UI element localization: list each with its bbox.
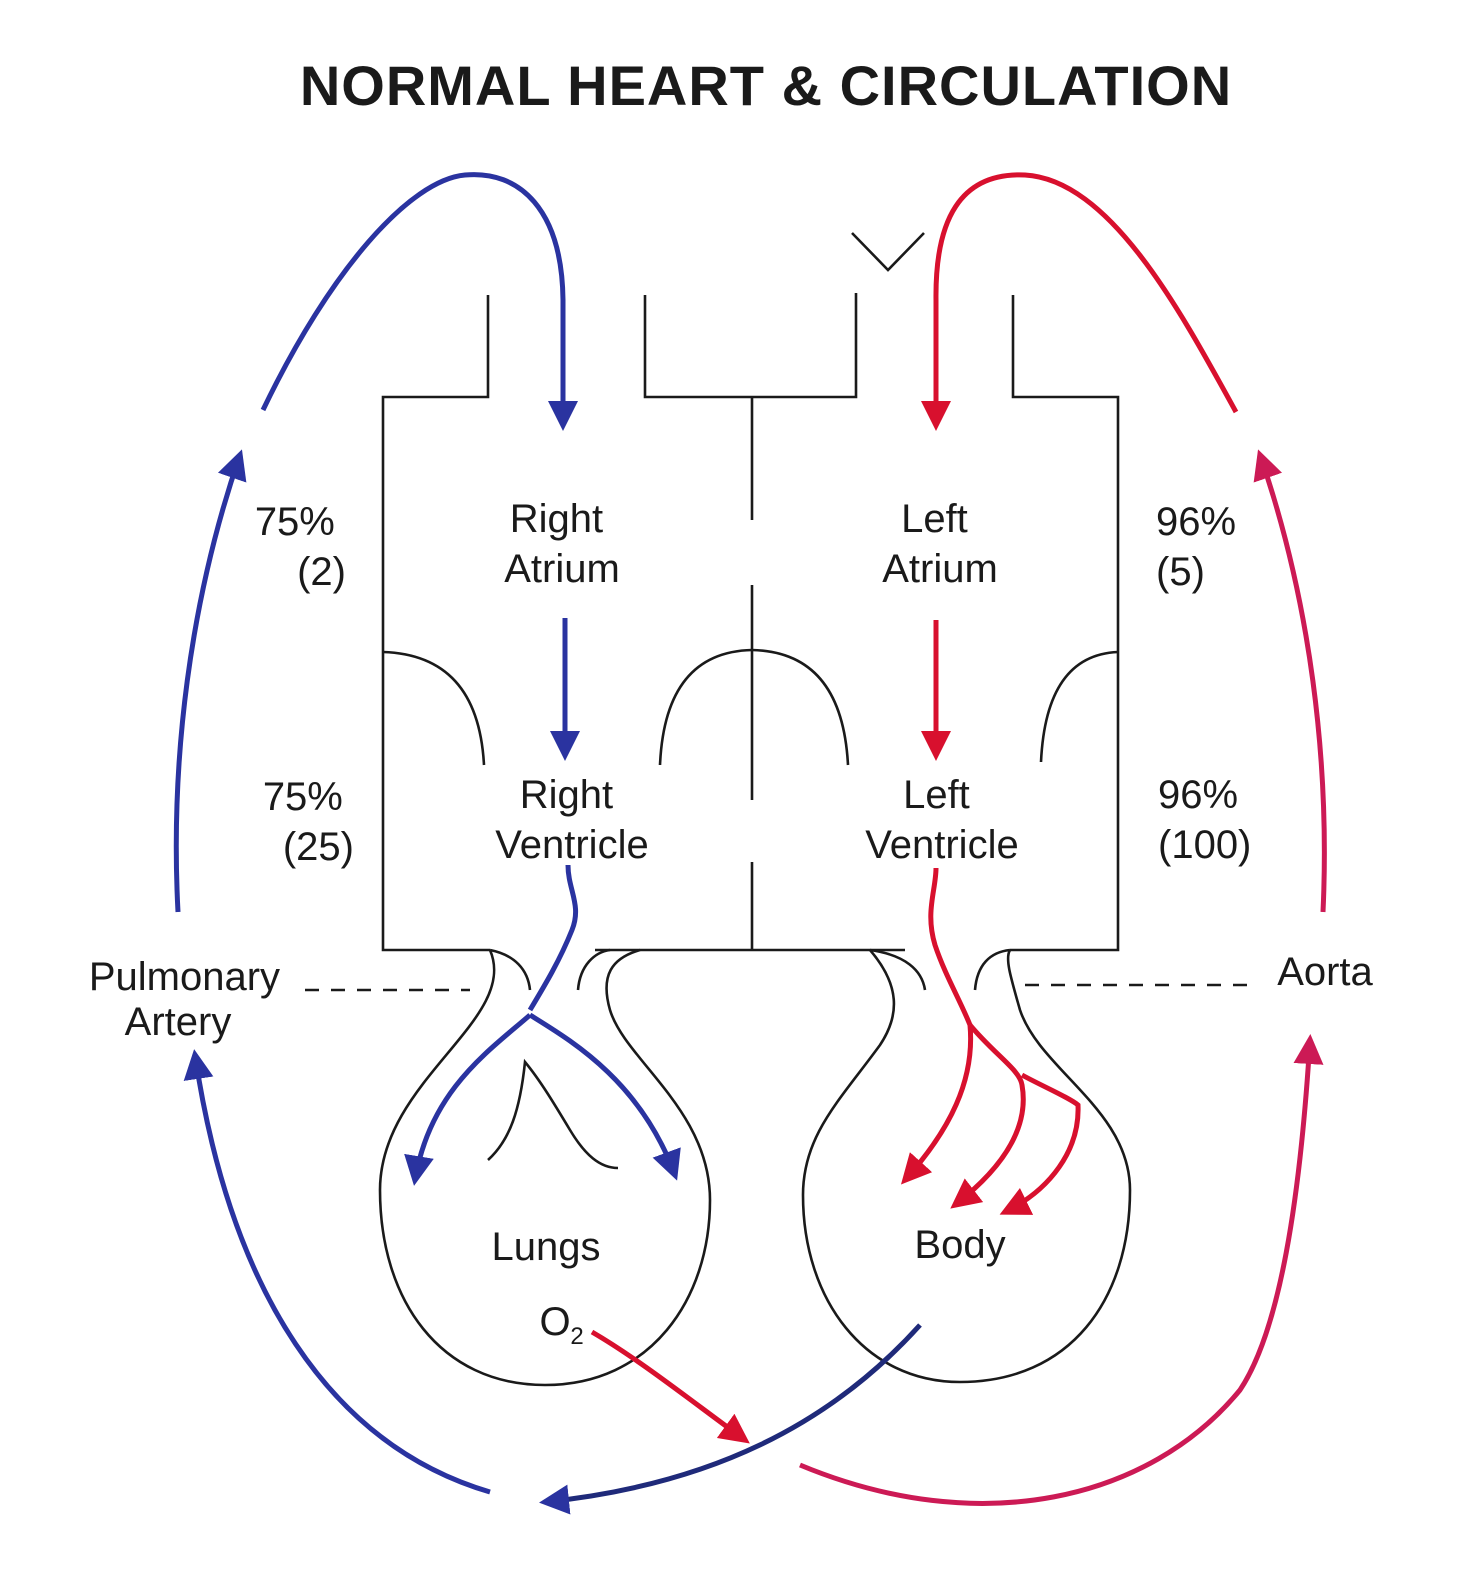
left-ventricle-outflow <box>928 867 973 1026</box>
mitral-valve-right <box>1039 650 1119 763</box>
left-atrium-saturation: 96% (5) <box>1156 500 1247 594</box>
lungs-label: Lungs <box>492 1225 601 1269</box>
tricuspid-valve-left <box>382 650 486 766</box>
pulmonary-vein-to-left-atrium-arrow <box>921 172 1239 431</box>
to-right-lung-arrow <box>528 1012 681 1181</box>
aorta-up-arrow <box>1253 449 1327 913</box>
oxygenated-flow <box>590 172 1327 1506</box>
diagram-title: NORMAL HEART & CIRCULATION <box>300 54 1232 117</box>
to-left-lung-arrow <box>404 1013 532 1186</box>
lower-left-return-arrow <box>183 1049 491 1495</box>
lungs-inner-fold <box>487 1058 619 1170</box>
lungs-bulb <box>378 948 712 1387</box>
mitral-valve-left <box>751 648 850 766</box>
oxygen-subscript: 2 <box>570 1323 583 1350</box>
vena-cava-to-right-atrium-arrow <box>260 172 578 431</box>
pulmonary-artery-label: Pulmonary Artery <box>89 955 291 1044</box>
body-branch-1-arrow <box>900 1024 974 1185</box>
right-ventricle-label: Right Ventricle <box>495 773 648 867</box>
left-ventricle-label: Left Ventricle <box>865 773 1018 867</box>
lower-right-return-arrow <box>799 1034 1324 1506</box>
body-to-heart-return-arrow <box>539 1323 922 1515</box>
right-atrium-saturation: 75% (2) <box>255 500 346 594</box>
oxygen-label: O <box>539 1300 570 1344</box>
body-branch-3-arrow <box>999 1072 1081 1215</box>
oxygen-flow-arrow <box>590 1329 750 1444</box>
right-ventricle-outflow <box>527 864 579 1012</box>
right-ventricle-saturation: 75% (25) <box>263 775 354 869</box>
aorta-label: Aorta <box>1277 950 1373 994</box>
left-ventricle-saturation: 96% (100) <box>1158 773 1251 867</box>
left-atrium-label: Left Atrium <box>882 497 998 591</box>
deoxygenated-flow <box>173 172 922 1515</box>
body-label: Body <box>914 1223 1005 1267</box>
body-bulb <box>801 948 1132 1384</box>
body-branch-2-arrow <box>950 1023 1026 1209</box>
tricuspid-valve-right <box>658 648 753 766</box>
vena-cava-notch <box>851 232 925 272</box>
pulmonary-artery-up-arrow <box>173 449 247 913</box>
heart-outline <box>381 232 1120 952</box>
right-atrium-label: Right Atrium <box>504 497 620 591</box>
